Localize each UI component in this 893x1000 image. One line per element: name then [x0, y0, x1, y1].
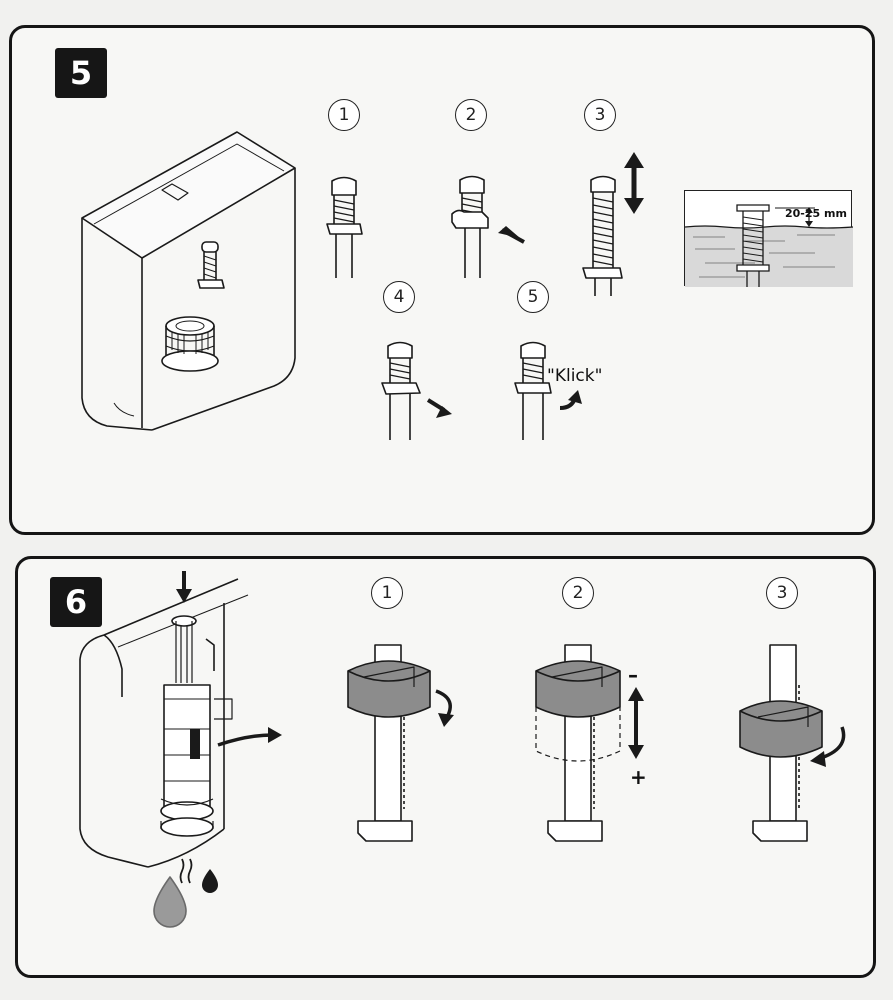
height-detail-inset: 20-25 mm [684, 190, 853, 287]
plus-label: + [630, 765, 647, 789]
step-5-panel: 5 1 2 3 4 5 [9, 25, 875, 535]
click-sound-label: "Klick" [547, 366, 603, 386]
step-5-illustration [81, 131, 644, 440]
step5-substep-3-marker: 3 [584, 99, 616, 131]
minus-label: – [628, 663, 638, 687]
step5-inlet-valve-5 [514, 341, 552, 440]
step-6-number: 6 [50, 577, 102, 627]
step5-inlet-valve-3 [582, 175, 623, 296]
height-dimension-label: 20-25 mm [785, 207, 847, 220]
step-5-number: 5 [55, 48, 107, 98]
step6-adjuster-1 [347, 644, 454, 842]
step6-substep-3-marker: 3 [766, 577, 798, 609]
step5-substep-2-marker: 2 [455, 99, 487, 131]
cistern-tank-illustration [81, 131, 296, 431]
height-detail-drawing [685, 204, 853, 287]
step6-substep-1-marker: 1 [371, 577, 403, 609]
step6-adjuster-3 [739, 644, 846, 842]
step5-inlet-valve-4 [381, 341, 421, 440]
step6-substep-2-marker: 2 [562, 577, 594, 609]
step5-substep-1-marker: 1 [328, 99, 360, 131]
step5-substep-5-marker: 5 [517, 281, 549, 313]
step5-substep-4-marker: 4 [383, 281, 415, 313]
cistern-cutaway-illustration [79, 571, 282, 928]
step-6-panel: 6 1 2 3 [15, 556, 876, 978]
step5-inlet-valve-1 [326, 176, 363, 278]
step6-adjuster-2 [535, 644, 644, 842]
step5-inlet-valve-2 [451, 175, 489, 278]
step-6-illustration [79, 571, 846, 928]
